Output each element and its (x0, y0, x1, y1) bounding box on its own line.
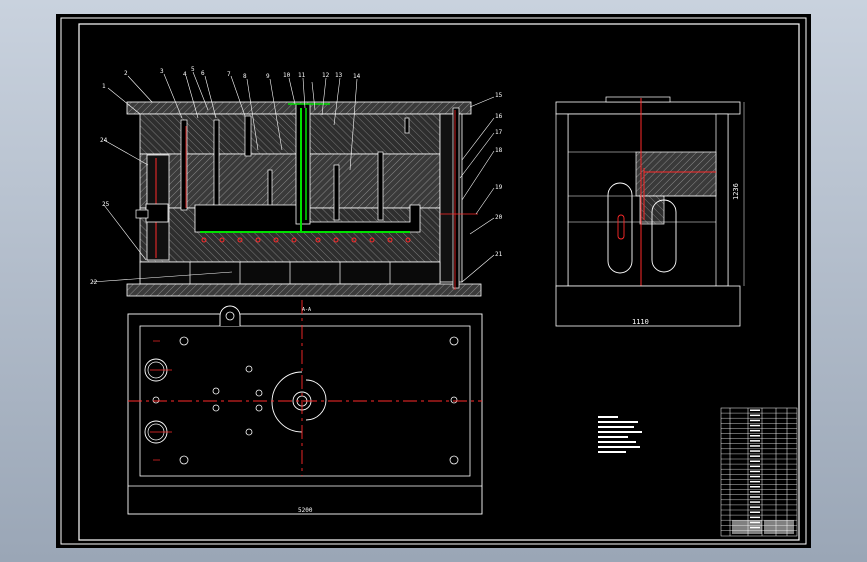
part-number: 14 (353, 73, 361, 80)
table-row-text (750, 435, 760, 437)
table-row-text (750, 491, 760, 493)
parts-list-table (720, 407, 798, 537)
side-base-plate (555, 285, 741, 327)
part-number: 16 (495, 113, 503, 120)
side-hatched-core (635, 151, 717, 197)
table-row-text (750, 465, 760, 468)
table-row-text (750, 419, 760, 422)
side-top-plate (555, 101, 741, 115)
part-number: 8 (243, 73, 247, 80)
section-label: A-A (302, 307, 311, 313)
table-row-text (750, 480, 760, 483)
table-row-text (750, 455, 760, 457)
part-number: 15 (495, 92, 503, 99)
part-number: 1 (102, 83, 106, 90)
table-row-text (750, 511, 760, 513)
part-number: 12 (322, 72, 330, 79)
mold-side-view[interactable]: 1236 1110 (555, 96, 745, 327)
mold-section-view[interactable] (126, 101, 482, 297)
sheet-inner-border (78, 23, 800, 541)
table-row-text (750, 429, 760, 432)
stripper-plate (139, 113, 441, 155)
part-number: 25 (102, 201, 110, 208)
side-width-dimension: 1110 (632, 318, 649, 326)
part-number: 13 (335, 72, 343, 79)
plan-width-dimension: 5200 (298, 507, 313, 514)
part-number: 9 (266, 73, 270, 80)
table-row-text (750, 516, 760, 519)
part-number: 20 (495, 214, 503, 221)
part-number: 3 (160, 68, 164, 75)
mold-plan-view[interactable]: 5200 (127, 300, 483, 515)
technical-notes (598, 416, 642, 453)
part-number: 2 (124, 70, 128, 77)
table-row-text (750, 445, 760, 447)
side-height-dimension: 1236 (732, 183, 740, 200)
cavity-plate (139, 153, 441, 209)
part-number-labels: 1 2 3 4 5 6 7 8 9 10 11 12 13 14 15 16 1… (90, 66, 503, 286)
part-number: 11 (298, 72, 306, 79)
part-number-leaders (91, 71, 495, 283)
table-row-text (750, 409, 760, 411)
bottom-clamp-plate (126, 283, 482, 297)
table-row-text (750, 414, 760, 417)
cooling-holes-row (201, 237, 411, 243)
table-row-text (750, 496, 760, 498)
part-number: 5 (191, 66, 195, 73)
part-number: 22 (90, 279, 98, 286)
part-number: 10 (283, 72, 291, 79)
table-row-text (750, 501, 760, 503)
part-number: 21 (495, 251, 503, 258)
part-number: 6 (201, 70, 205, 77)
table-row-text (750, 424, 760, 427)
parts-list-fill (732, 520, 794, 534)
part-number: 7 (227, 71, 231, 78)
part-number: 18 (495, 147, 503, 154)
table-row-text (750, 460, 760, 462)
sheet-outer-border (60, 17, 807, 545)
table-row-text (750, 475, 760, 478)
table-row-text (750, 470, 760, 473)
part-number: 4 (183, 71, 187, 78)
part-number: 24 (100, 137, 108, 144)
table-row-text (750, 486, 760, 488)
table-row-text (750, 506, 760, 508)
part-number: 17 (495, 129, 503, 136)
table-row-text (750, 440, 760, 442)
table-row-text (750, 450, 760, 452)
part-number: 19 (495, 184, 503, 191)
